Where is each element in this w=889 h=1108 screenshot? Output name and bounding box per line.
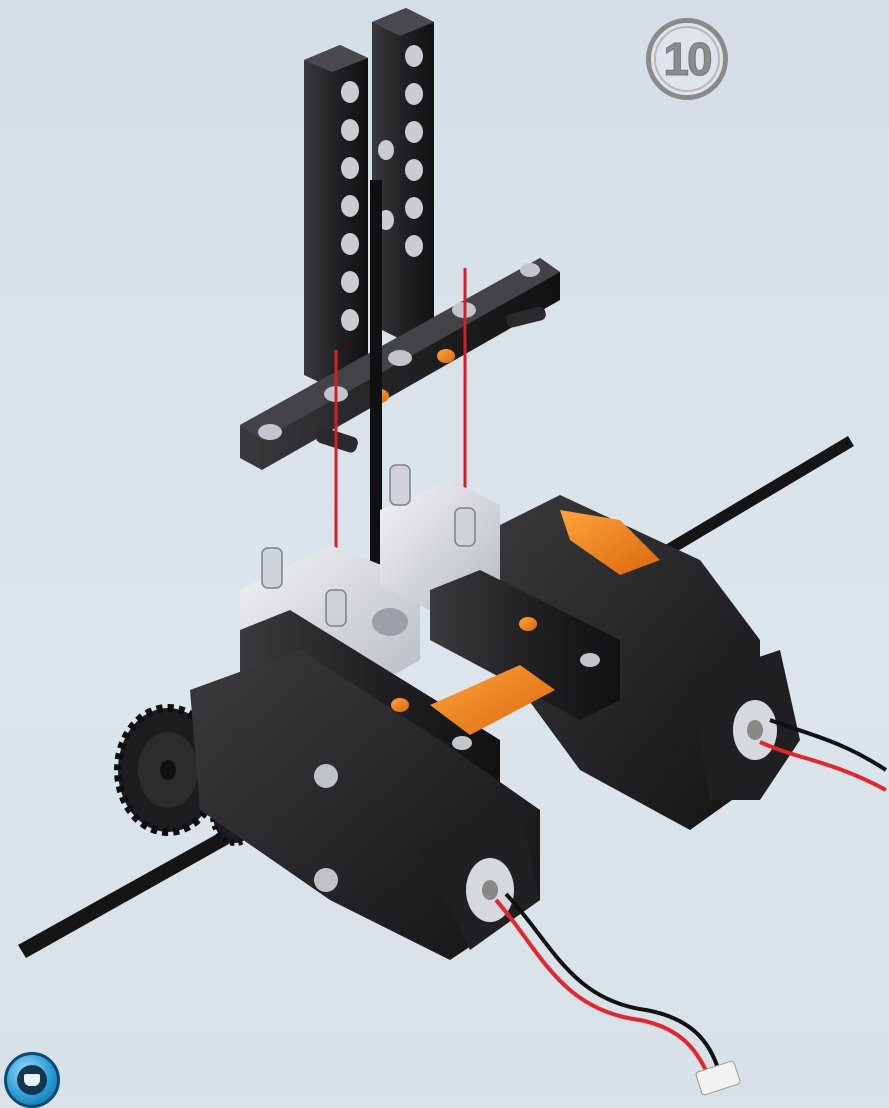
middle-beam-right [430, 570, 620, 720]
left-motor [190, 650, 741, 1096]
horizontal-cross-beam [240, 258, 560, 470]
vertical-beam-right [372, 8, 434, 338]
rear-axle [640, 436, 854, 570]
orange-connector [430, 665, 555, 735]
vertical-beam-left [304, 45, 368, 388]
front-axle [18, 810, 268, 958]
step-badge: 10 [646, 18, 728, 100]
central-axle [370, 180, 382, 580]
robot-icon [4, 1052, 60, 1108]
